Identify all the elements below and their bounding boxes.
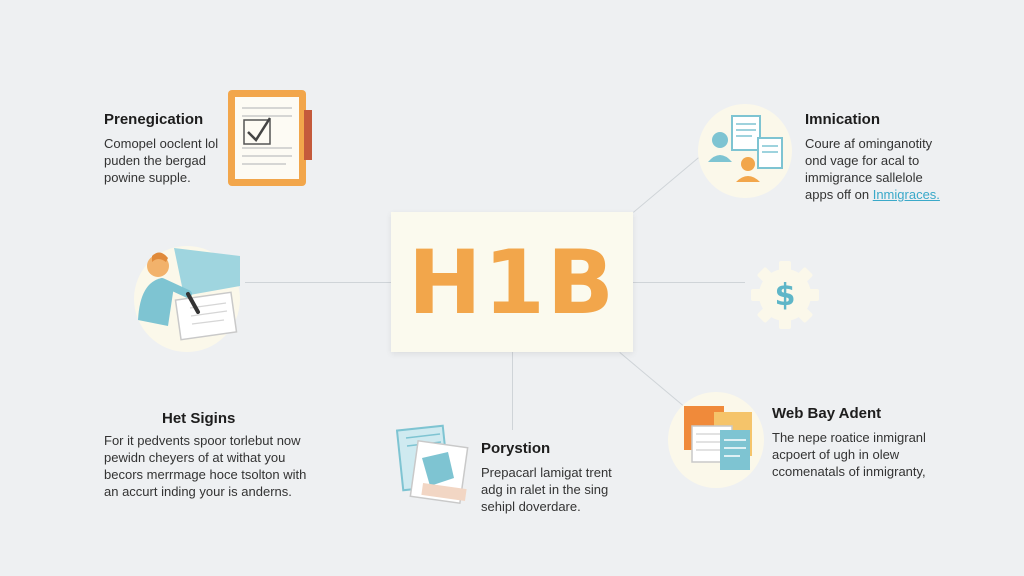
node-description: Comopel ooclent lol puden the bergad pow… — [104, 136, 219, 185]
node-description: For it pedvents spoor torlebut now pewid… — [104, 433, 307, 499]
node-description: The nepe roatice inmigranl acpoert of ug… — [772, 430, 926, 479]
people-documents-icon — [708, 115, 783, 182]
node-description: Prepacarl lamigat trent adg in ralet in … — [481, 465, 612, 514]
connector-top-right — [633, 157, 699, 213]
dollar-gear-icon: $ — [751, 261, 819, 329]
person-signing-icon — [138, 248, 240, 341]
documents-stack-icon — [396, 424, 469, 505]
node-title: Prenegication — [104, 111, 204, 128]
node-title: Porystion — [481, 440, 551, 457]
node-title: Web Bay Adent — [772, 405, 882, 422]
center-label: H1B — [408, 230, 616, 334]
connector-bottom-right — [619, 352, 686, 408]
immigration-link[interactable]: Inmigraces. — [872, 187, 940, 202]
node-title: Imnication — [805, 111, 881, 128]
center-hub: H1B — [391, 212, 633, 352]
folders-documents-icon — [684, 406, 752, 470]
connector-left — [245, 282, 391, 283]
node-title: Het Sigins — [162, 410, 236, 427]
dollar-symbol: $ — [775, 278, 796, 313]
node-description: Coure af ominganotity ond vage for acal … — [805, 136, 940, 202]
connector-bottom — [512, 352, 513, 430]
connector-right — [633, 282, 745, 283]
document-check-icon — [228, 90, 312, 186]
